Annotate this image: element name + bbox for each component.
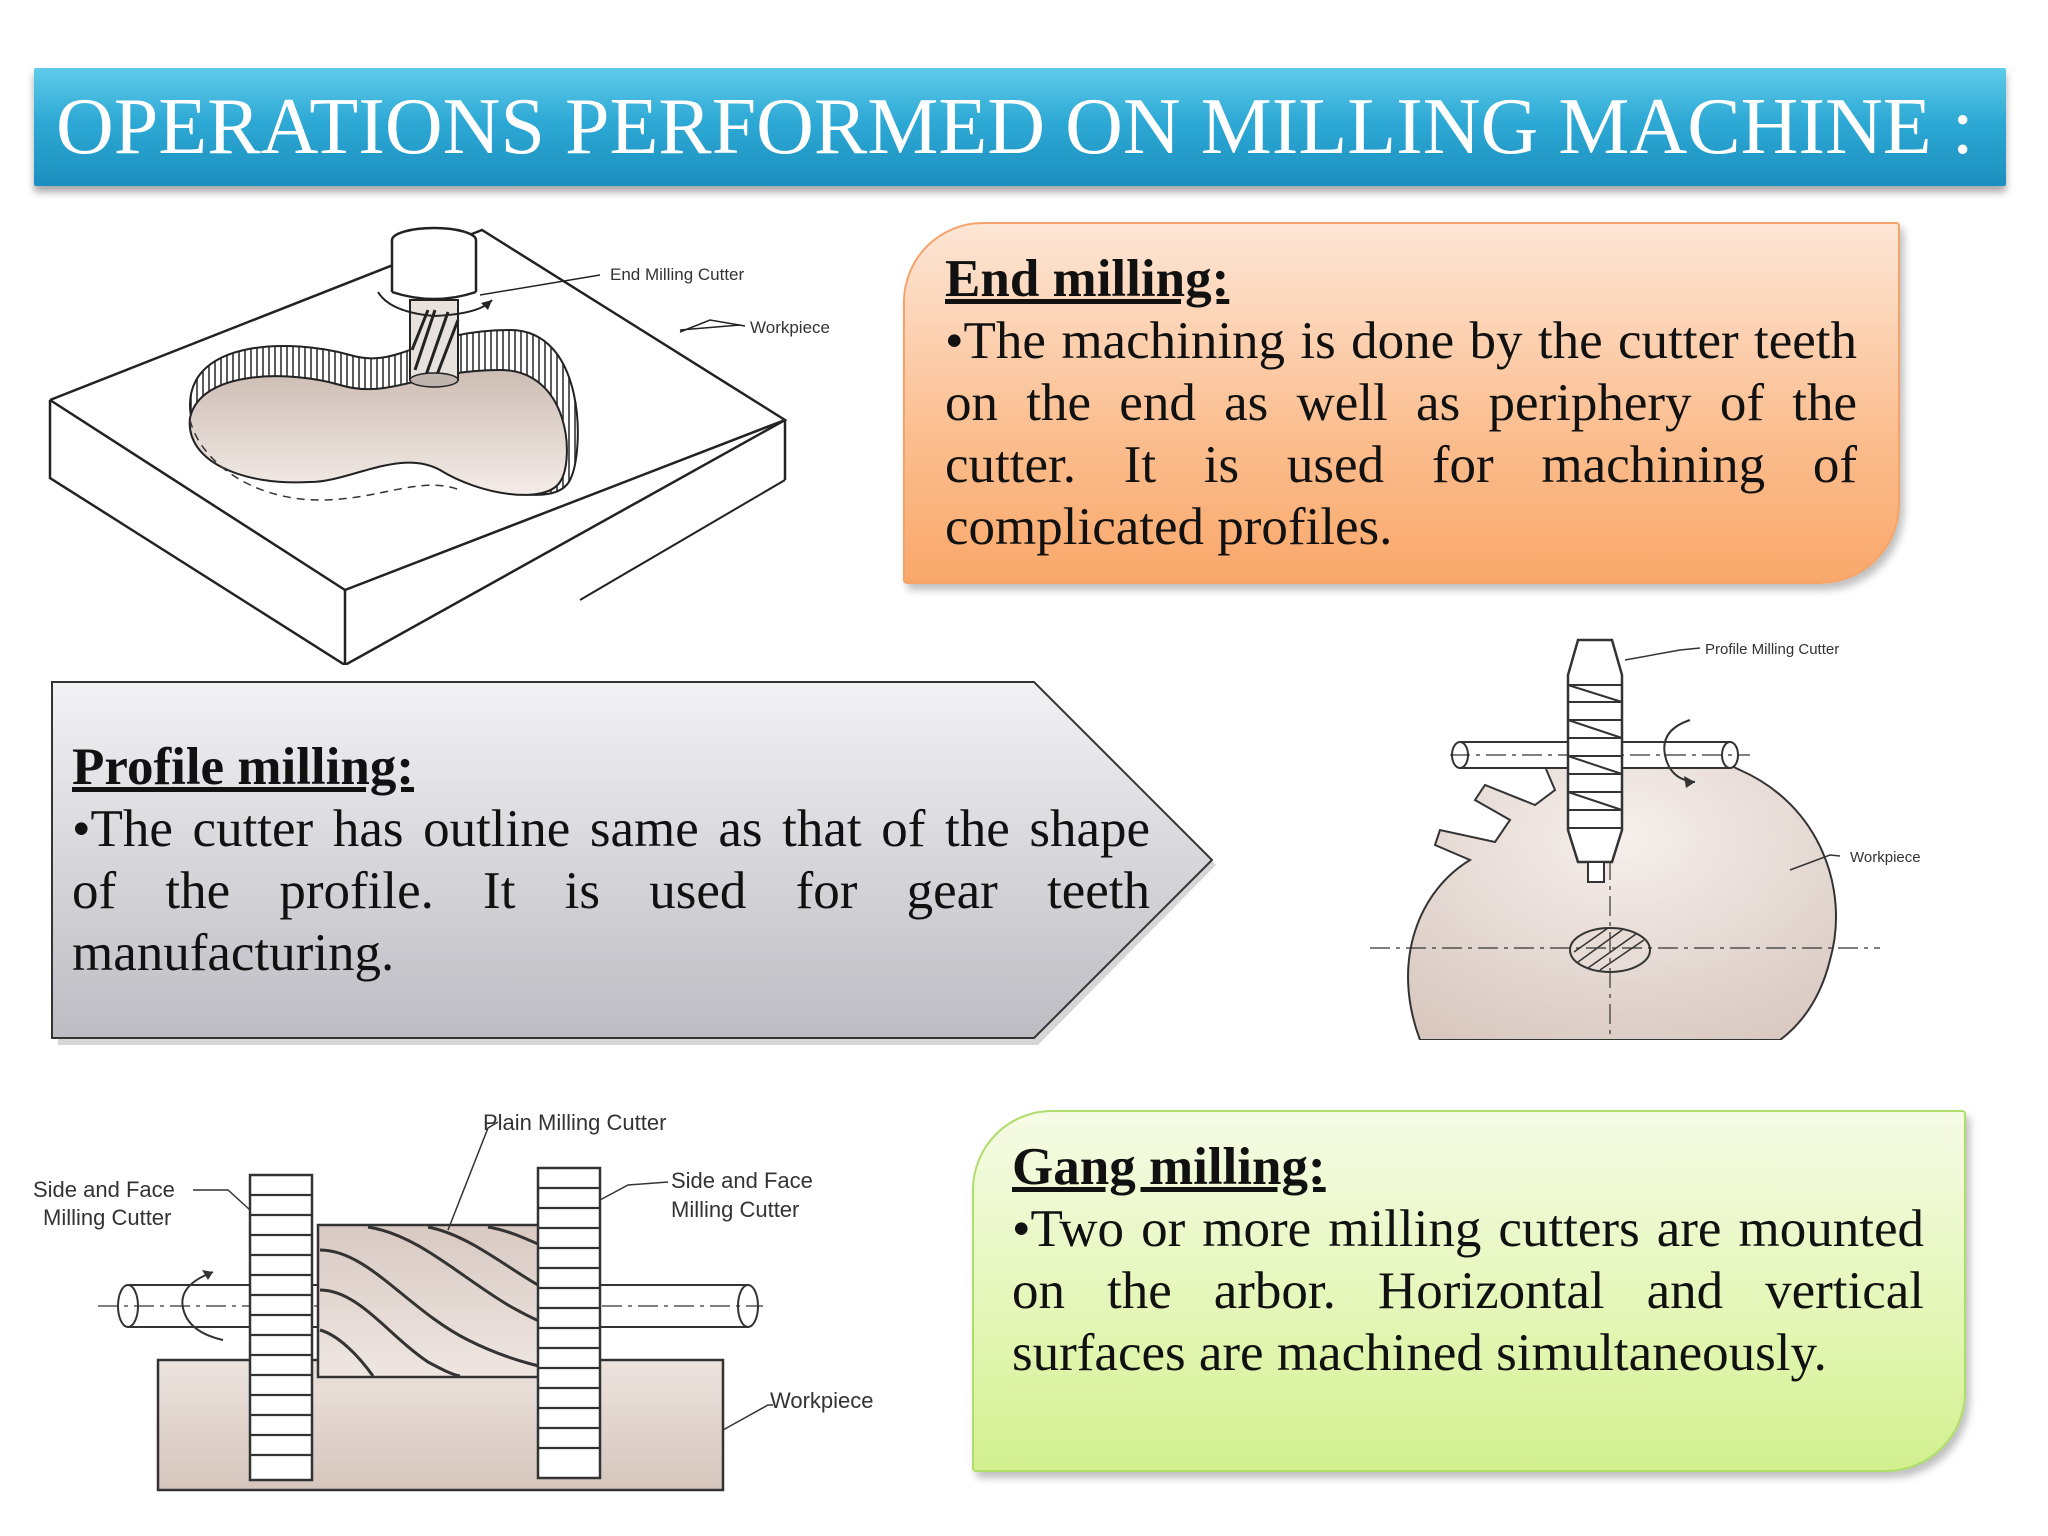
title-banner: OPERATIONS PERFORMED ON MILLING MACHINE …: [34, 68, 2006, 186]
profile-milling-heading: Profile milling:: [72, 738, 414, 796]
gang-milling-box: Gang milling: •Two or more milling cutte…: [972, 1110, 1966, 1472]
end-milling-box: End milling: •The machining is done by t…: [903, 222, 1900, 584]
gang-milling-text: •Two or more milling cutters are mounted…: [1012, 1200, 1924, 1382]
end-milling-text: •The machining is done by the cutter tee…: [945, 312, 1857, 556]
gang-milling-diagram: Plain Milling Cutter Side and Face Milli…: [28, 1100, 908, 1500]
side-face-right-label-2: Milling Cutter: [671, 1197, 799, 1222]
side-face-left-label-2: Milling Cutter: [43, 1205, 171, 1230]
profile-milling-text: •The cutter has outline same as that of …: [72, 800, 1150, 982]
plain-milling-cutter-label: Plain Milling Cutter: [483, 1110, 666, 1135]
gang-milling-heading: Gang milling:: [1012, 1138, 1326, 1196]
end-milling-cutter-label: End Milling Cutter: [610, 265, 745, 284]
profile-milling-box: Profile milling: •The cutter has outline…: [48, 680, 1228, 1045]
side-face-left-label-1: Side and Face: [33, 1177, 175, 1202]
profile-milling-workpiece-label: Workpiece: [1850, 849, 1921, 866]
profile-milling-cutter-label: Profile Milling Cutter: [1705, 641, 1839, 658]
gang-milling-workpiece-label: Workpiece: [770, 1388, 874, 1413]
profile-milling-diagram: Profile Milling Cutter Workpiece: [1360, 630, 1970, 1040]
end-milling-workpiece-label: Workpiece: [750, 318, 830, 337]
end-milling-diagram: End Milling Cutter Workpiece: [40, 220, 870, 665]
page-title: OPERATIONS PERFORMED ON MILLING MACHINE …: [56, 83, 1974, 171]
side-face-right-label-1: Side and Face: [671, 1168, 813, 1193]
end-milling-heading: End milling:: [945, 250, 1230, 308]
